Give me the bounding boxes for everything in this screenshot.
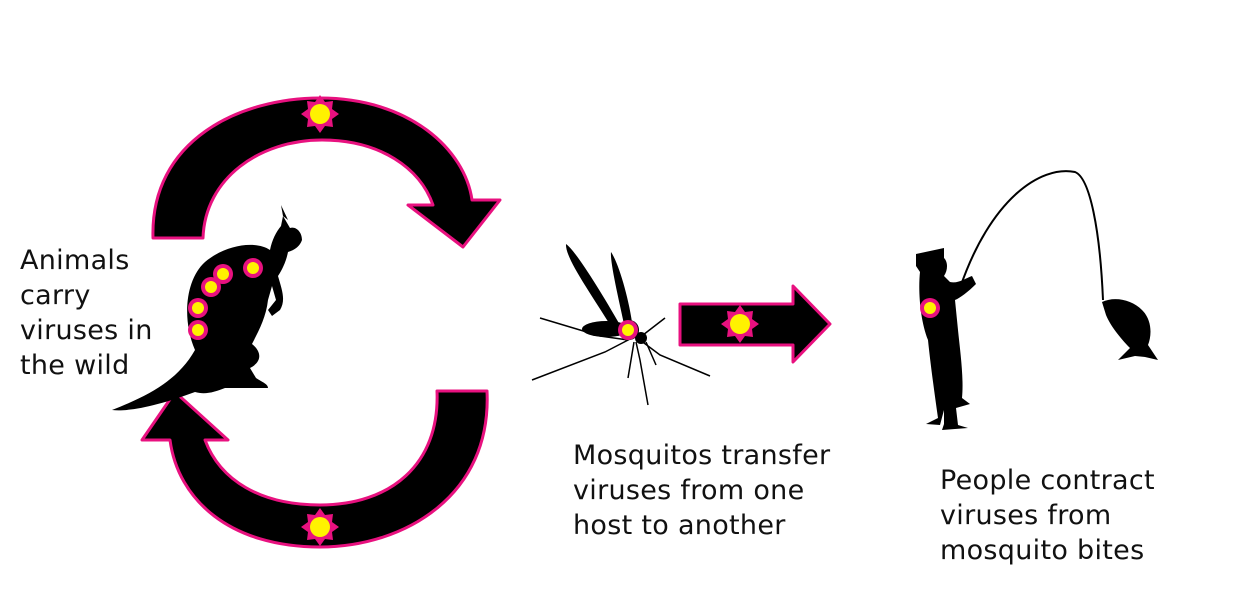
people-caption: People contract viruses from mosquito bi… <box>940 463 1155 568</box>
bottom-cycle-arrow <box>140 389 489 549</box>
caption-line: viruses from one <box>573 475 805 506</box>
virus-icon <box>188 320 208 340</box>
caption-line: viruses from <box>940 500 1112 531</box>
fisherman-icon <box>916 248 976 430</box>
caption-line: carry <box>20 280 91 311</box>
virus-icon <box>920 298 940 318</box>
caption-line: viruses in <box>20 315 153 346</box>
top-cycle-arrow <box>151 96 502 249</box>
caption-line: Animals <box>20 245 130 276</box>
animals-caption: Animals carry viruses in the wild <box>20 243 153 383</box>
caption-line: the wild <box>20 350 130 381</box>
virus-icon <box>201 277 221 297</box>
virus-icon <box>243 258 263 278</box>
caption-line: mosquito bites <box>940 535 1145 566</box>
virus-icon <box>188 298 208 318</box>
mosquitos-caption: Mosquitos transfer viruses from one host… <box>573 438 830 543</box>
caption-line: People contract <box>940 465 1155 496</box>
fishing-rod <box>959 170 1104 301</box>
caption-line: Mosquitos transfer <box>573 440 831 471</box>
virus-icon <box>618 320 638 340</box>
caption-line: host to another <box>573 510 786 541</box>
fish-icon <box>1102 299 1158 360</box>
